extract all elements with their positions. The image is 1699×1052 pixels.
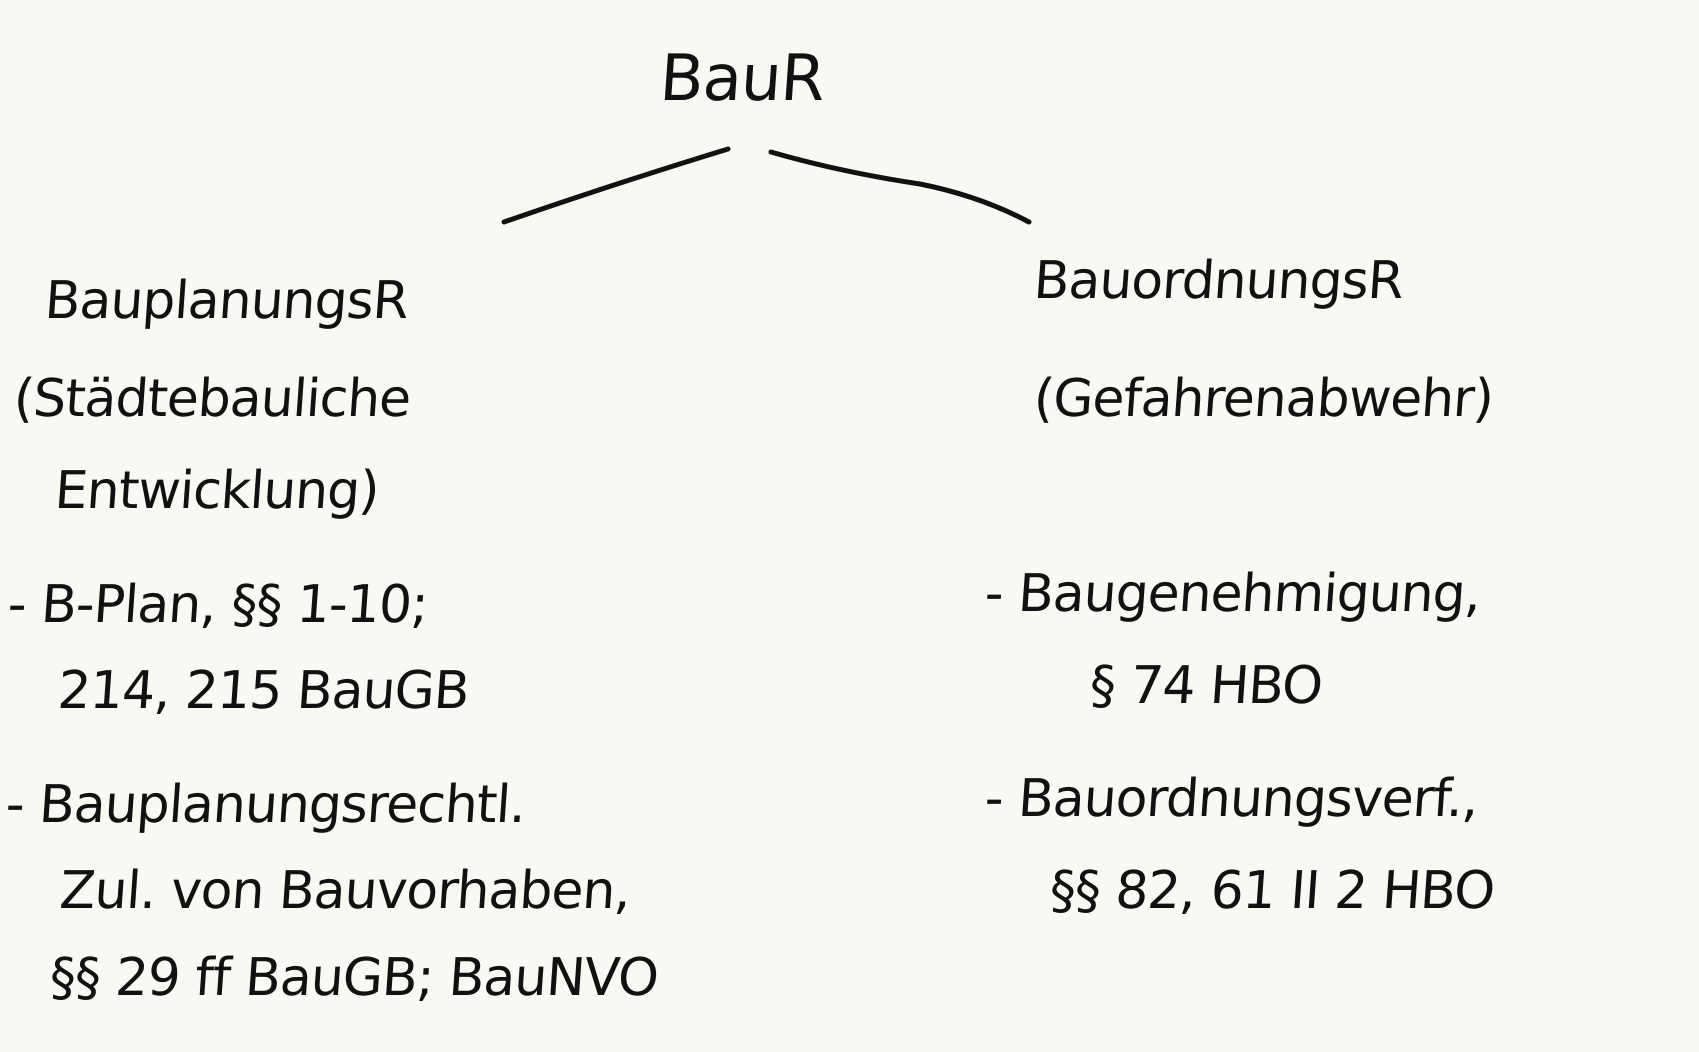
- right-node-subtitle: (Gefahrenabwehr): [1031, 369, 1496, 429]
- edge-right: [768, 149, 1032, 225]
- right-item-2: - Bauordnungsverf.,: [982, 769, 1480, 829]
- left-item-1: - B-Plan, §§ 1-10;: [5, 575, 430, 635]
- root-node: BauR: [657, 42, 827, 116]
- left-node-subtitle-cont: Entwicklung): [52, 461, 381, 521]
- right-item-1: - Baugenehmigung,: [982, 564, 1483, 624]
- left-node-title: BauplanungsR: [42, 271, 411, 331]
- left-item-2: - Bauplanungsrechtl.: [3, 775, 528, 835]
- right-item-2-cont: §§ 82, 61 II 2 HBO: [1047, 861, 1497, 921]
- left-node-subtitle: (Städtebauliche: [11, 369, 413, 429]
- right-item-1-cont: § 74 HBO: [1087, 656, 1325, 716]
- left-item-1-cont: 214, 215 BauGB: [55, 661, 471, 721]
- left-item-2-cont: Zul. von Bauvorhaben,: [57, 861, 633, 921]
- right-node-title: BauordnungsR: [1031, 251, 1405, 311]
- edge-left: [501, 146, 731, 225]
- left-item-2-refs: §§ 29 ff BauGB; BauNVO: [47, 948, 660, 1008]
